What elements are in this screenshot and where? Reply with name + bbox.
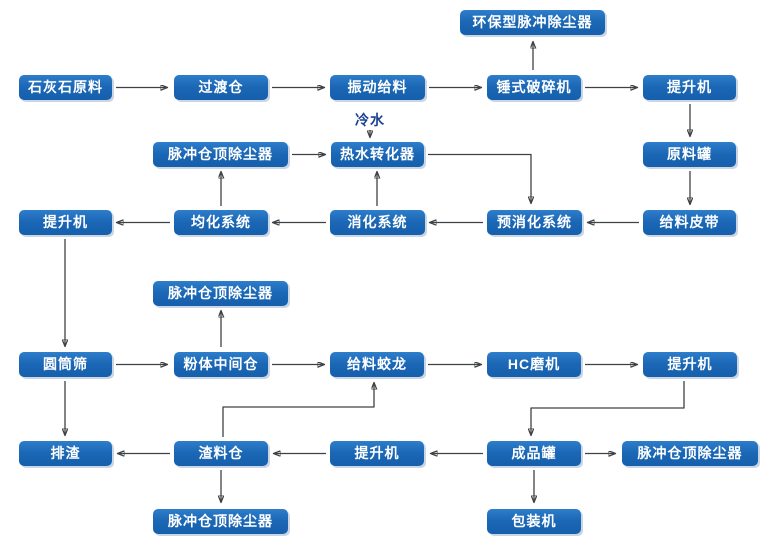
node-limestone-raw: 石灰石原料 <box>19 75 112 100</box>
node-homogenization: 均化系统 <box>174 210 268 235</box>
edge-slag-bin-to-auger <box>222 383 374 437</box>
node-pulse-dust-2: 脉冲仓顶除尘器 <box>153 281 288 306</box>
edge-elevator-right-to-finished-tank <box>531 381 685 435</box>
node-slag-bin: 渣料仓 <box>174 441 268 466</box>
edge-hot-water-to-predigestion <box>428 153 531 204</box>
node-pulse-dust-1: 脉冲仓顶除尘器 <box>153 142 288 167</box>
node-pre-digestion: 预消化系统 <box>487 210 582 235</box>
node-hc-mill: HC磨机 <box>487 352 581 377</box>
node-elevator-bottom: 提升机 <box>330 441 424 466</box>
node-slag-discharge: 排渣 <box>19 441 112 466</box>
node-transition-bin: 过渡仓 <box>174 75 268 100</box>
node-elevator-top: 提升机 <box>643 75 736 100</box>
node-digestion: 消化系统 <box>330 210 425 235</box>
node-elevator-right: 提升机 <box>643 352 737 377</box>
node-raw-tank: 原料罐 <box>643 142 736 167</box>
node-pulse-dust-4: 脉冲仓顶除尘器 <box>153 509 288 534</box>
node-feeding-auger: 给料蛟龙 <box>330 352 424 377</box>
node-elevator-left: 提升机 <box>19 210 112 235</box>
node-hot-water-converter: 热水转化器 <box>331 142 424 167</box>
node-feeding-belt: 给料皮带 <box>643 210 736 235</box>
node-hammer-crusher: 锤式破碎机 <box>487 75 581 100</box>
node-packing-machine: 包装机 <box>487 509 581 534</box>
cold-water-label: 冷水 <box>355 112 385 128</box>
node-pulse-dust-3: 脉冲仓顶除尘器 <box>622 441 758 466</box>
node-powder-bin: 粉体中间仓 <box>174 352 268 377</box>
node-eco-pulse-dust-collector: 环保型脉冲除尘器 <box>460 10 605 35</box>
node-vibrating-feeder: 振动给料 <box>330 75 425 100</box>
node-finished-tank: 成品罐 <box>487 441 581 466</box>
node-drum-screen: 圆筒筛 <box>19 352 112 377</box>
